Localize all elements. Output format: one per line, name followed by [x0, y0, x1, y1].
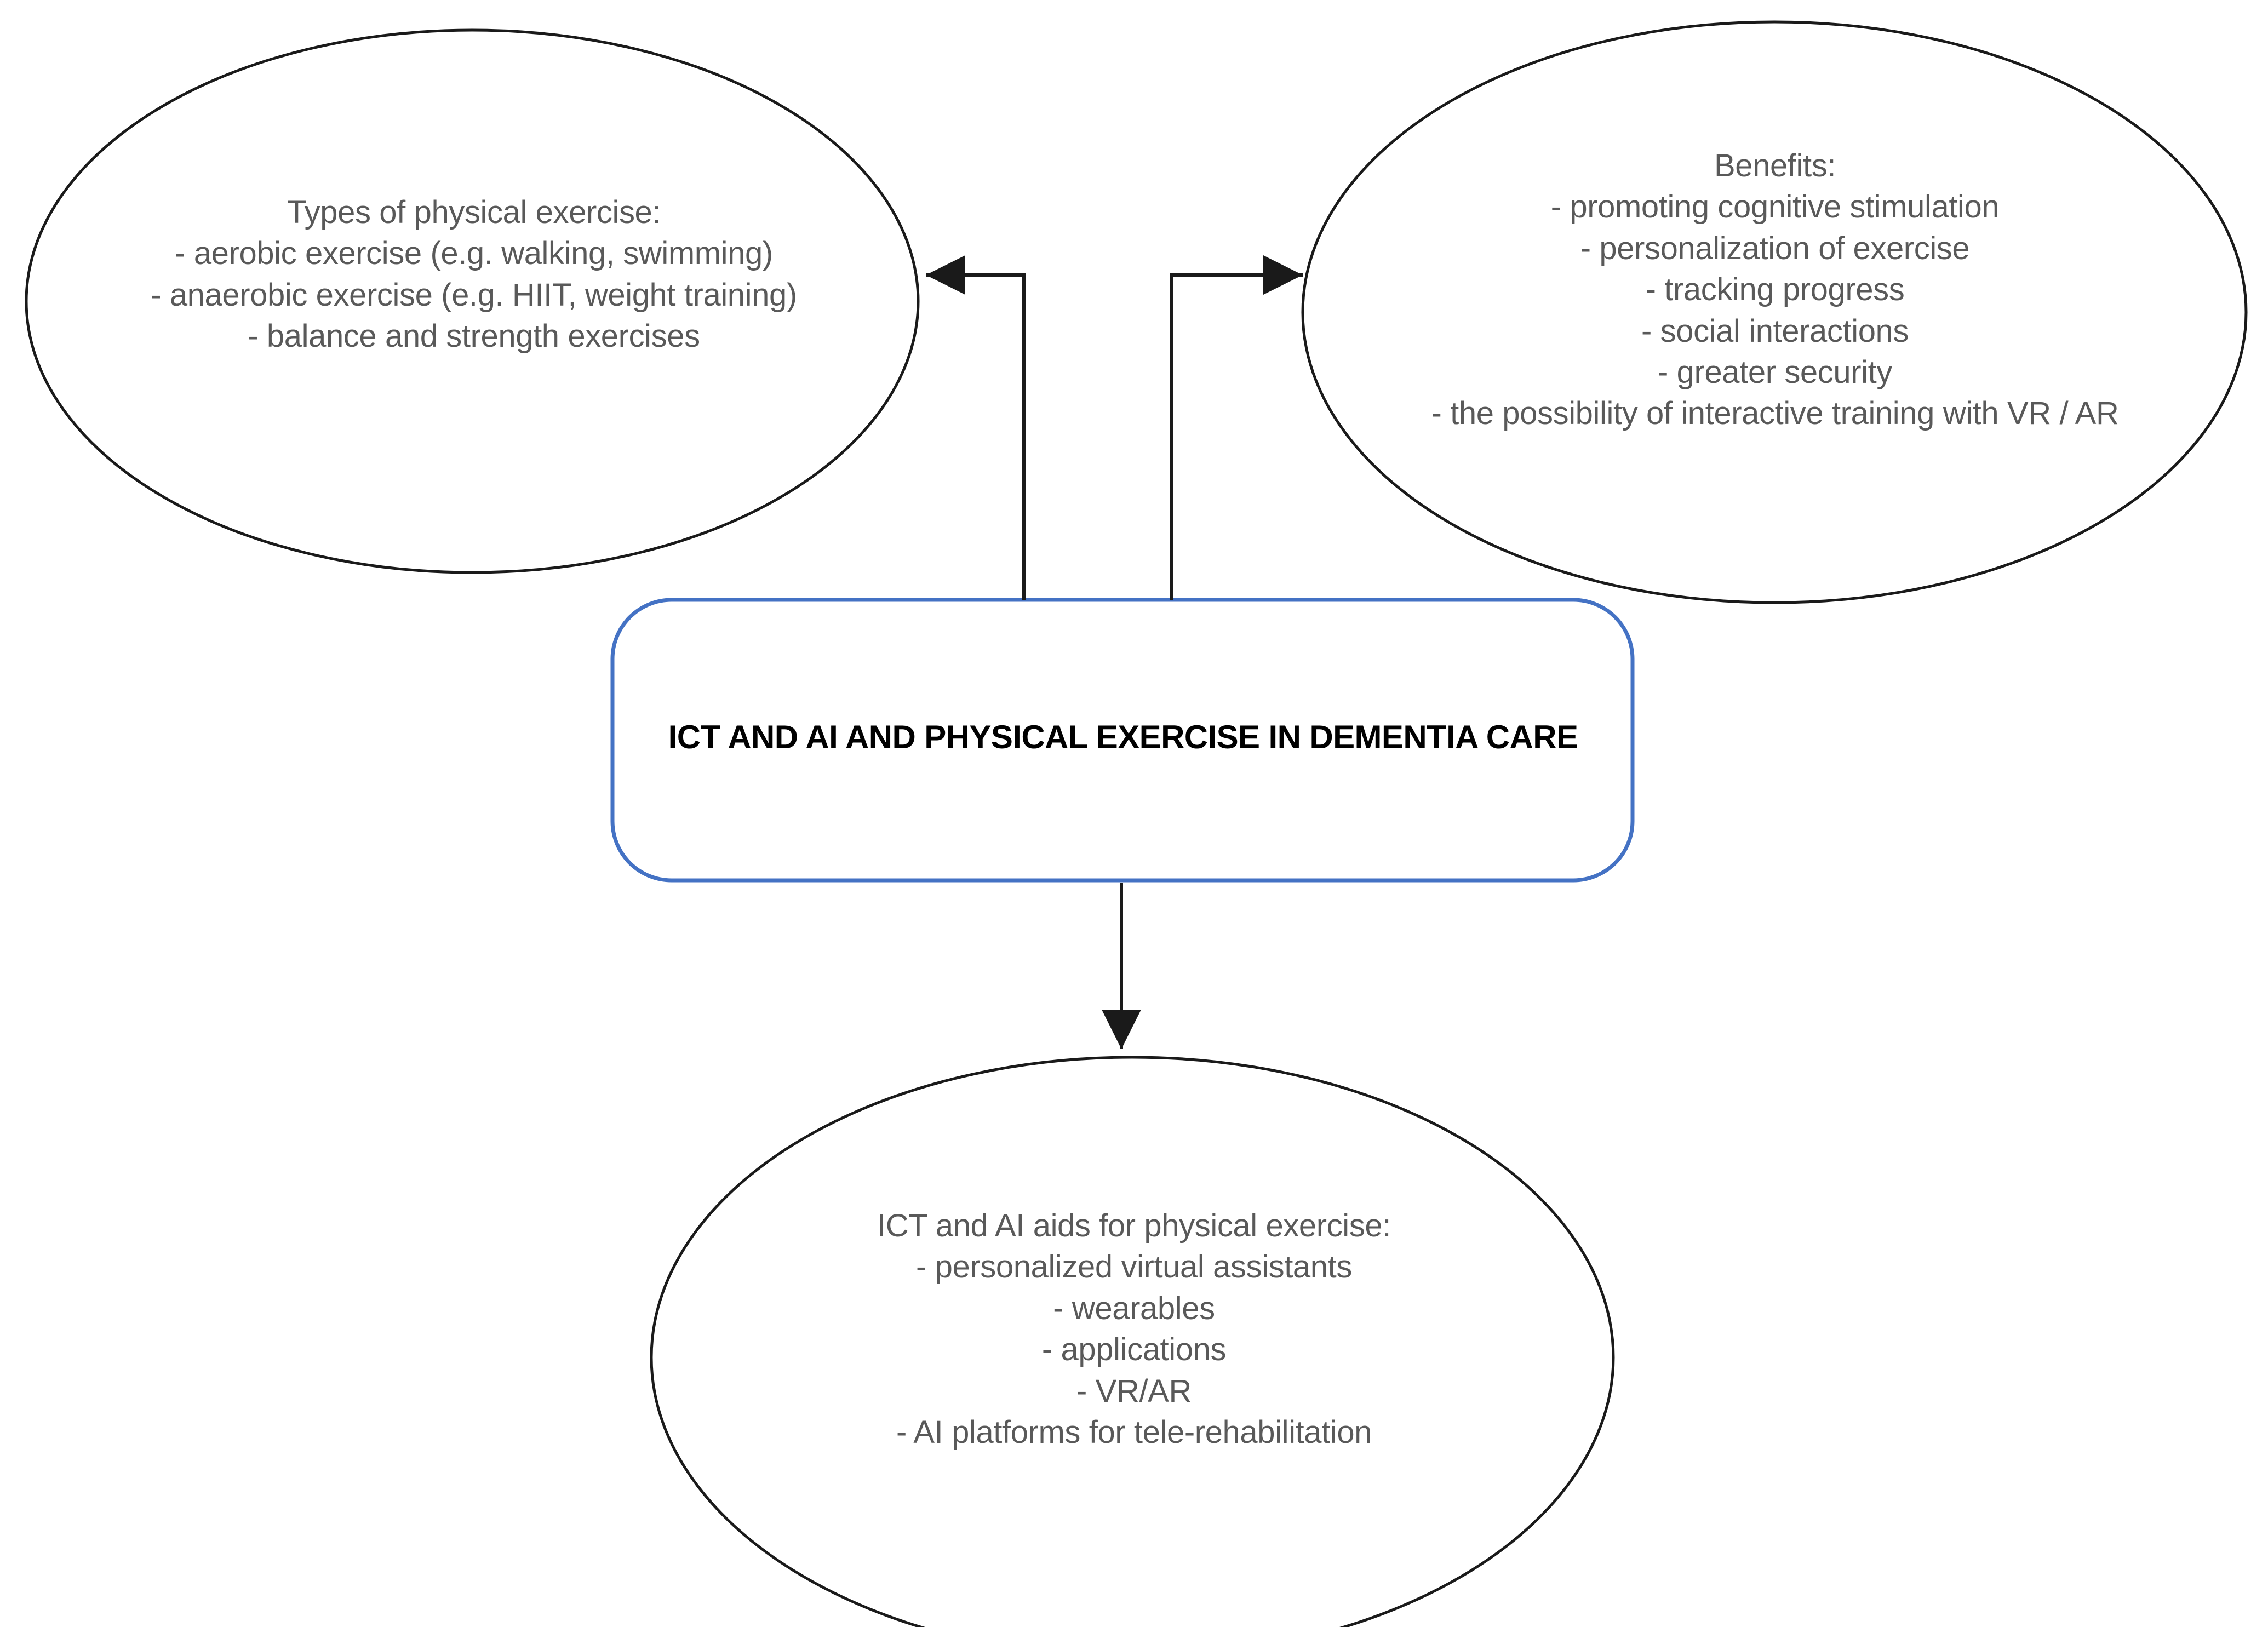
- node-ellipse-ict-and-ai-aids[interactable]: [650, 1056, 1615, 1627]
- node-ellipse-benefits[interactable]: [1301, 20, 2248, 604]
- connector-center-to-types: [926, 255, 1026, 600]
- node-ellipse-types-of-physical-exercise[interactable]: [25, 28, 920, 574]
- node-center-box[interactable]: [610, 598, 1635, 883]
- connector-center-to-benefits: [1170, 255, 1303, 600]
- center-node-title: ICT AND AI AND PHYSICAL EXERCISE IN DEME…: [668, 719, 1578, 755]
